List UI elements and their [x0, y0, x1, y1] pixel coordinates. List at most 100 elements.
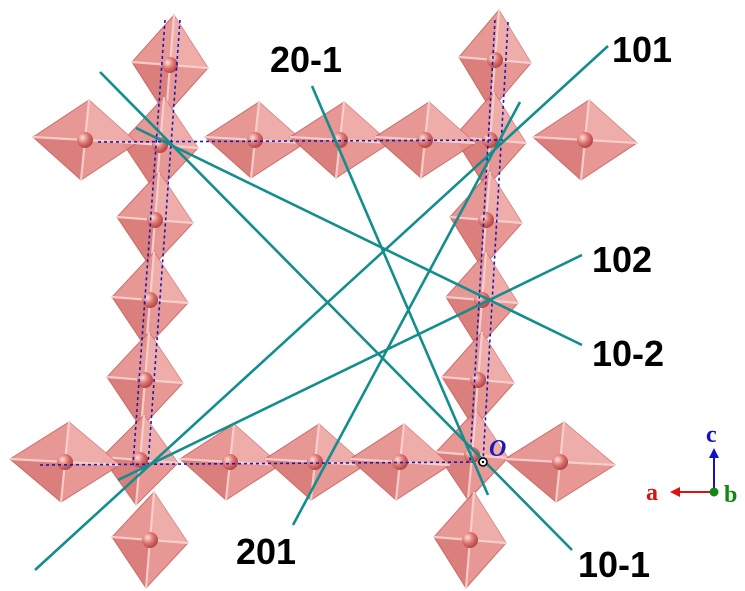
octahedron-face-light — [145, 332, 183, 383]
octahedron-face-dark — [450, 217, 486, 268]
octahedron-face-light — [160, 97, 198, 148]
metal-atom — [142, 532, 158, 548]
octahedron-face-dark — [10, 459, 65, 502]
octahedron-face-dark — [505, 459, 560, 502]
octahedron — [131, 14, 209, 116]
octahedron-bond — [493, 9, 501, 61]
metal-atom — [307, 454, 323, 470]
octahedron-bond — [144, 539, 152, 589]
octahedron-face-light — [470, 492, 506, 543]
octahedron — [374, 101, 476, 179]
octahedron — [111, 251, 189, 349]
octahedron-bond — [559, 460, 616, 467]
octahedron — [504, 421, 616, 503]
octahedron-face-dark — [112, 297, 150, 348]
octahedron-bond — [168, 14, 176, 66]
octahedron-bond — [204, 135, 256, 142]
octahedron — [204, 101, 306, 179]
metal-atom — [247, 132, 263, 148]
metal-atom — [162, 57, 178, 73]
metal-atom — [147, 212, 163, 228]
octahedron-bond — [464, 539, 472, 589]
cell-edge — [147, 19, 181, 466]
octahedron-bond — [488, 91, 496, 141]
octahedron-bond — [158, 96, 166, 146]
trace-10-1 — [99, 71, 573, 551]
octahedron-bond — [480, 251, 488, 301]
octahedron-bond — [374, 135, 426, 142]
metal-atom — [462, 532, 478, 548]
octahedron-face-dark — [459, 57, 495, 110]
octahedron-face-light — [155, 172, 193, 223]
trace-102 — [117, 253, 583, 482]
octahedron-face-light — [85, 100, 137, 143]
axis-b-label: b — [724, 482, 737, 508]
cell-edge — [469, 19, 496, 463]
octahedron-face-dark — [265, 459, 315, 500]
octahedron-bond — [584, 138, 638, 145]
metal-atom — [470, 372, 486, 388]
octahedron-face-light — [340, 102, 390, 143]
label-plane-10-2: 10-2 — [592, 333, 664, 374]
octahedron-face-light — [400, 424, 450, 465]
octahedron-face-dark — [107, 377, 145, 428]
cell-edge — [132, 19, 166, 466]
metal-atom — [142, 292, 158, 308]
octahedron-bond — [476, 331, 484, 381]
metal-atom — [478, 212, 494, 228]
octahedron-face-light — [495, 10, 531, 63]
metal-atom — [77, 132, 93, 148]
trace-101 — [34, 45, 609, 571]
octahedron-face-light — [255, 102, 305, 143]
axis-a-arrowhead — [670, 487, 680, 497]
octahedron — [441, 331, 515, 429]
cell-edge — [39, 461, 484, 466]
octahedron-bond — [532, 135, 586, 142]
octahedron-bond — [64, 460, 121, 467]
octahedron-bond — [148, 251, 156, 301]
octahedron-bond — [289, 135, 341, 142]
octahedron-face-light — [486, 172, 522, 223]
octahedron-face-dark — [350, 459, 400, 500]
octahedron — [449, 171, 523, 269]
metal-atom — [552, 454, 568, 470]
origin-dot — [481, 460, 485, 464]
octahedron-bond — [153, 171, 161, 221]
octahedron-face-dark — [375, 137, 425, 178]
axis-a-label: a — [646, 480, 658, 506]
octahedron-face-dark — [33, 137, 85, 180]
octahedron-face-dark — [117, 217, 155, 268]
octahedron — [532, 99, 638, 181]
metal-atom — [222, 454, 238, 470]
octahedron-face-light — [585, 100, 637, 143]
octahedron — [106, 331, 184, 429]
octahedron-face-light — [472, 410, 508, 458]
octahedron-face-dark — [122, 142, 160, 193]
octahedron-bond — [179, 457, 231, 464]
octahedron-face-light — [425, 102, 475, 143]
octahedron-face-dark — [180, 459, 230, 500]
trace-10-2 — [135, 126, 583, 347]
octahedron — [32, 99, 138, 181]
label-plane-201: 201 — [236, 531, 296, 572]
axis-c-label: c — [706, 422, 717, 448]
octahedron-face-light — [478, 332, 514, 383]
octahedron — [179, 423, 281, 501]
octahedron-bond — [9, 457, 66, 464]
octahedron-bond — [424, 138, 476, 145]
metal-atom — [137, 372, 153, 388]
octahedron-face-dark — [434, 537, 470, 588]
octahedron — [9, 421, 121, 503]
unit-cell-edges — [39, 19, 509, 466]
octahedron-face-dark — [290, 137, 340, 178]
cell-edge — [482, 21, 509, 463]
trace-201 — [291, 101, 522, 526]
octahedron-bond — [468, 491, 476, 541]
octahedron-face-light — [315, 424, 365, 465]
octahedron-face-dark — [446, 297, 482, 348]
octahedron — [433, 491, 507, 589]
origin-marker: O — [478, 436, 506, 467]
label-plane-10-1: 10-1 — [578, 544, 650, 585]
octahedron-bond — [148, 491, 156, 541]
